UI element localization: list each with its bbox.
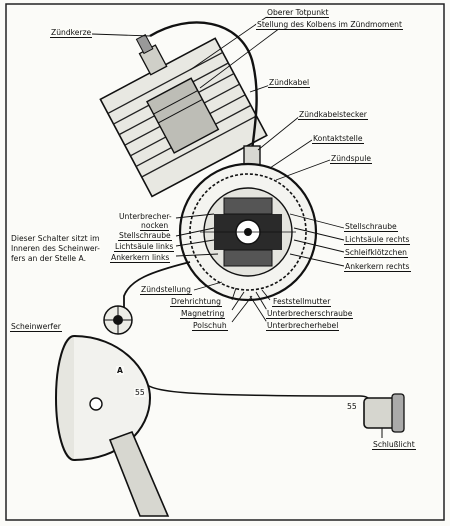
label-ankerkern-rechts: Ankerkern rechts — [344, 262, 411, 272]
label-stellung-kolben: Stellung des Kolbens im Zündmoment — [256, 20, 403, 30]
leader-lines — [91, 15, 345, 325]
label-schleifkloetzchen: Schleifklötzchen — [344, 248, 408, 258]
label-mark-55-left: 55 — [134, 388, 146, 397]
label-zuendspule: Zündspule — [330, 154, 373, 164]
label-lichtsaeule-rechts: Lichtsäule rechts — [344, 235, 411, 245]
label-schlusslicht: Schlußlicht — [372, 440, 416, 450]
label-magnetring: Magnetring — [180, 309, 226, 319]
switch-assembly — [103, 305, 133, 335]
label-mark-55-right: 55 — [346, 402, 358, 411]
label-unterbrecherhebel: Unterbrecherhebel — [266, 321, 340, 331]
label-zuendkabelstecker: Zündkabelstecker — [298, 110, 368, 120]
engine-cylinder — [99, 33, 268, 198]
label-unterbrecherschraube: Unterbrecherschraube — [266, 309, 354, 319]
wire-to-tail-light — [141, 379, 371, 411]
label-kontaktstelle: Kontaktstelle — [312, 134, 364, 144]
label-schalter-note-2: Inneren des Scheinwer- — [10, 244, 101, 253]
tail-light — [363, 393, 405, 438]
label-lichtsaeule-links: Lichtsäule links — [114, 242, 175, 252]
label-polschuh: Polschuh — [192, 321, 228, 331]
label-stellschraube-right: Stellschraube — [344, 222, 398, 232]
headlight — [55, 335, 152, 461]
label-zuendstellung: Zündstellung — [140, 285, 192, 295]
magneto — [178, 162, 318, 302]
label-unterbrechernocken-1: Unterbrecher- — [118, 212, 173, 221]
label-schalter-note-1: Dieser Schalter sitzt im — [10, 234, 101, 243]
label-feststellmutter: Feststellmutter — [272, 297, 332, 307]
headlight-fork — [108, 430, 170, 517]
label-mark-a: A — [116, 366, 124, 375]
diagram-frame — [5, 3, 445, 521]
label-unterbrechernocken-2: nocken — [140, 221, 170, 231]
wire-to-headlight — [123, 261, 191, 316]
label-ankerkern-links: Ankerkern links — [110, 253, 171, 263]
label-stellschraube-left: Stellschraube — [118, 231, 172, 241]
label-zuendkabel: Zündkabel — [268, 78, 311, 88]
label-scheinwerfer: Scheinwerfer — [10, 322, 62, 332]
label-oberer-totpunkt: Oberer Totpunkt — [266, 8, 330, 18]
label-zuendkerze: Zündkerze — [50, 28, 93, 38]
label-drehrichtung: Drehrichtung — [170, 297, 222, 307]
ignition-cable — [149, 21, 258, 151]
label-schalter-note-3: fers an der Stelle A. — [10, 254, 87, 263]
